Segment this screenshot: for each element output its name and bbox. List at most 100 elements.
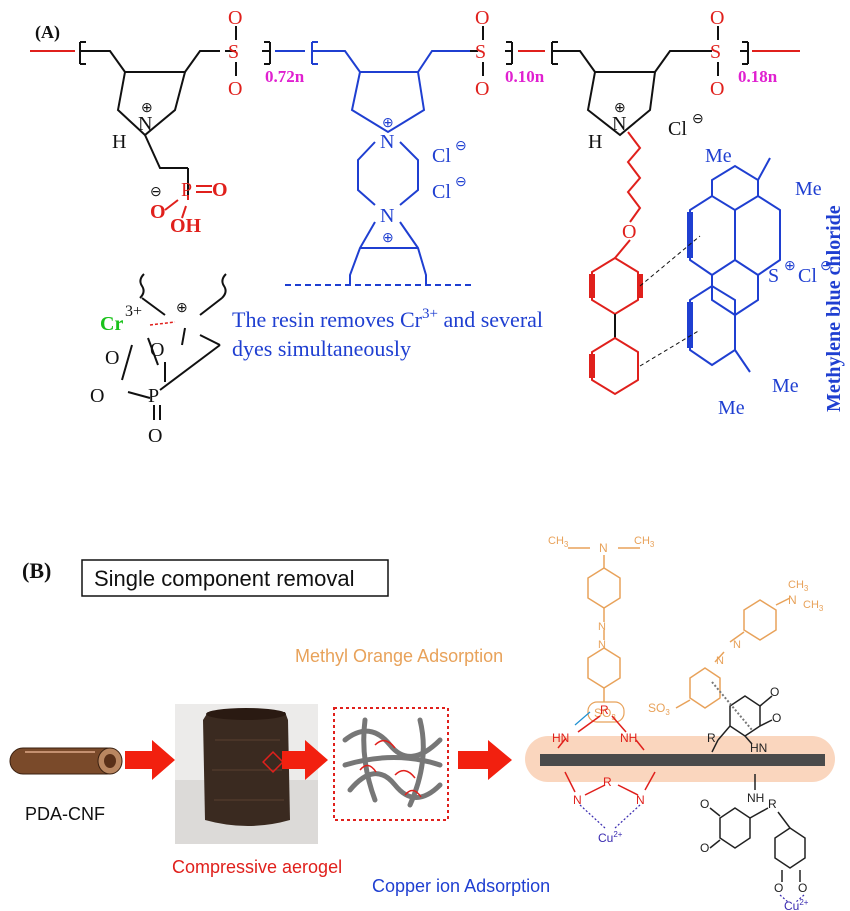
hbond-arrow	[574, 711, 591, 726]
single-component-box	[81, 559, 389, 597]
stacking-dots	[711, 681, 753, 731]
mo1-azo-n2: N	[598, 639, 606, 651]
amine-r-1: R	[600, 703, 609, 717]
n-plus-1: N	[138, 113, 152, 135]
catechol-o-4: O	[798, 881, 807, 895]
oxygen-minus-1: O	[150, 201, 166, 223]
cu-ion-2: Cu2+	[784, 898, 809, 911]
pi-stacking-lines	[639, 235, 701, 367]
sulfonyl-s-2: S	[475, 41, 486, 63]
pda-cnf-tube	[9, 747, 123, 775]
cr-p: P	[148, 385, 159, 407]
chloride-2: Cl	[432, 181, 451, 203]
arrow-1	[125, 740, 175, 780]
chloride-2-minus: ⊖	[455, 175, 467, 190]
sulfonyl-o-bottom-1: O	[228, 78, 242, 100]
mb-s-plus-sign: ⊕	[784, 259, 796, 274]
amine-hn-1: HN	[552, 731, 569, 745]
amine-linker-bottom	[564, 771, 656, 796]
n-plus-2: N	[380, 131, 394, 153]
n-plus-4: N	[612, 113, 626, 135]
mo1-ch3-left: CH3	[548, 535, 569, 549]
segment-3-dye-linker	[518, 26, 800, 137]
phosphonic-group	[164, 185, 212, 219]
quinone-o-2: O	[772, 711, 781, 725]
mb-s-plus: S	[768, 265, 779, 287]
mo2-so3: SO3	[648, 701, 670, 717]
h-2: H	[588, 131, 602, 153]
sulfonyl-o-bottom-2: O	[475, 78, 489, 100]
mb-me-top-2: Me	[795, 178, 822, 200]
cr-symbol: Cr	[100, 313, 123, 335]
mo1-so3-box	[587, 701, 625, 723]
mo2-n: N	[788, 593, 797, 607]
mo1-ch3-right: CH3	[634, 535, 655, 549]
cr-o-3: O	[90, 385, 104, 407]
sulfonyl-o-top-3: O	[710, 7, 724, 29]
mo1-n: N	[599, 541, 608, 555]
panel-a-label: (A)	[35, 22, 60, 43]
segment-2-piperazinium	[275, 26, 513, 286]
mb-chloride: Cl	[798, 265, 817, 287]
resin-caption-line1: The resin removes Cr3+ and several	[232, 306, 543, 332]
resin-caption-line2: dyes simultaneously	[232, 336, 411, 361]
biphenyl-linker	[589, 131, 643, 396]
sulfonyl-o-top-1: O	[228, 7, 242, 29]
quinone-top	[711, 695, 773, 753]
minus-oxygen: ⊖	[150, 185, 162, 200]
subscript-0-72n: 0.72n	[265, 67, 305, 86]
arrow-3	[458, 740, 512, 780]
subscript-0-10n: 0.10n	[505, 67, 545, 86]
aerogel-photo	[175, 704, 318, 844]
plus-3: ⊕	[382, 231, 394, 246]
ether-oxygen: O	[622, 221, 636, 243]
methyl-orange-molecule-2	[675, 597, 791, 709]
catechol-nh: NH	[747, 791, 764, 805]
amine-nh-1: NH	[620, 731, 637, 745]
subscript-0-18n: 0.18n	[738, 67, 778, 86]
catechol-r: R	[768, 797, 777, 811]
cr-n-coordination	[149, 321, 176, 326]
hydroxyl-1: OH	[170, 215, 202, 237]
oxygen-double-1: O	[212, 179, 228, 201]
plus-1: ⊕	[141, 101, 153, 116]
network-box	[333, 707, 449, 821]
chloride-3: Cl	[668, 118, 687, 140]
sulfonyl-s-3: S	[710, 41, 721, 63]
copper-ion-label: Copper ion Adsorption	[372, 876, 550, 896]
mo2-azo-n1: N	[733, 639, 741, 651]
plus-4: ⊕	[614, 101, 626, 116]
mb-me-bottom-right: Me	[772, 375, 799, 397]
panel-a: (A) S O O 0.72n N ⊕ H P O	[30, 7, 845, 447]
cu-ion-1: Cu2+	[598, 830, 623, 845]
phosphorus-1: P	[181, 179, 192, 201]
chloride-3-minus: ⊖	[692, 112, 704, 127]
plus-2: ⊕	[382, 116, 394, 131]
methylene-blue	[687, 157, 781, 373]
amine-r-2: R	[603, 775, 612, 789]
chloride-1: Cl	[432, 145, 451, 167]
mo2-azo-n2: N	[716, 655, 724, 667]
cu-coordination-bottom	[579, 804, 641, 829]
cr-charge: 3+	[125, 303, 142, 320]
panel-b-label: (B)	[22, 558, 51, 583]
sulfonyl-s-1: S	[228, 41, 239, 63]
arrow-2	[282, 740, 328, 780]
chromium-complex	[121, 273, 227, 420]
sulfonyl-o-top-2: O	[475, 7, 489, 29]
mo2-ch3-top: CH3	[788, 579, 809, 593]
pda-cnf-label: PDA-CNF	[25, 804, 105, 824]
methylene-blue-vertical-label: Methylene blue chloride	[823, 205, 845, 412]
quinone-hn: HN	[750, 741, 767, 755]
n-plus-3: N	[380, 205, 394, 227]
cr-o-4: O	[148, 425, 162, 447]
single-component-label: Single component removal	[94, 566, 354, 591]
methyl-orange-molecule-1	[568, 547, 640, 702]
catechol-bottom	[709, 774, 806, 882]
quinone-o-1: O	[770, 685, 779, 699]
cr-n-plus: ⊕	[176, 301, 188, 316]
cr-o-1: O	[105, 347, 119, 369]
catechol-o-2: O	[700, 841, 709, 855]
sulfonyl-o-bottom-3: O	[710, 78, 724, 100]
